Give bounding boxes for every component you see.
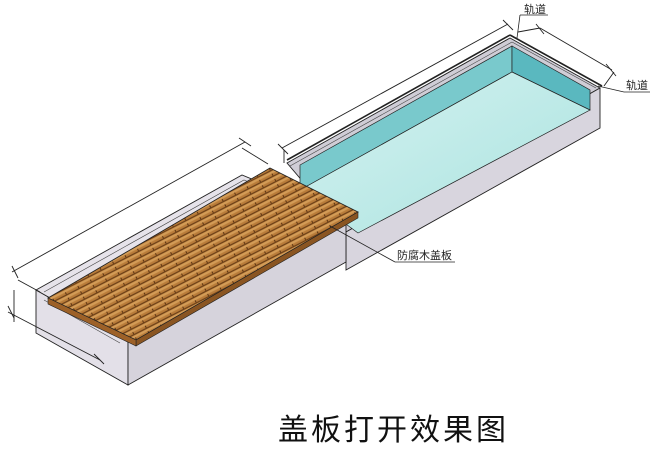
dimension-lines bbox=[7, 19, 617, 365]
callout-cover-board: 防腐木盖板 bbox=[329, 225, 455, 263]
track-label-top: 轨道 bbox=[524, 2, 546, 16]
track-rail-end bbox=[509, 34, 603, 87]
track-rail-back bbox=[286, 34, 511, 161]
open-trough bbox=[286, 34, 603, 271]
callout-track-right: 轨道 bbox=[597, 78, 650, 93]
callout-track-top: 轨道 bbox=[516, 2, 548, 39]
wood-cover-board bbox=[47, 167, 359, 347]
cover-board-label: 防腐木盖板 bbox=[397, 248, 452, 262]
track-label-right: 轨道 bbox=[626, 78, 648, 92]
figure-caption: 盖板打开效果图 bbox=[278, 413, 509, 448]
